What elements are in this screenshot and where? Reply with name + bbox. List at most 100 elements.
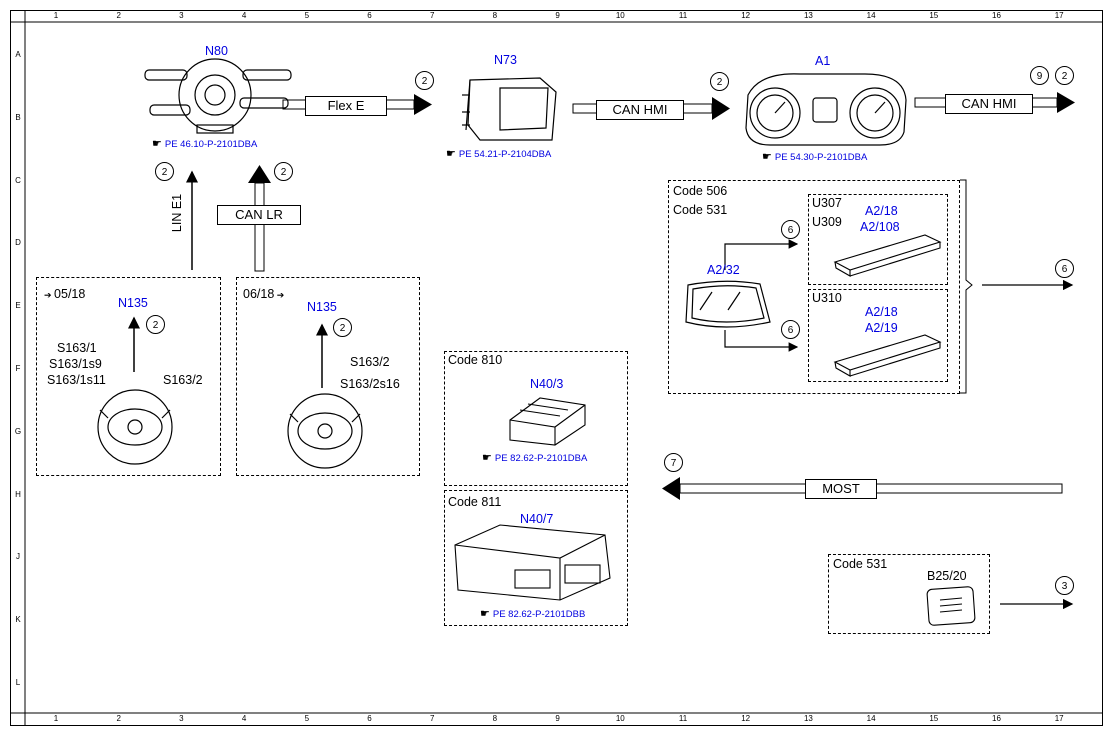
a2-32-label[interactable]: A2/32 [707,263,740,277]
connection-marker[interactable]: 2 [274,162,293,181]
arrow-right-icon: ➔ [274,290,285,300]
most-label: MOST [805,479,877,499]
connection-marker[interactable]: 6 [781,320,800,339]
grid-row-label: B [15,112,21,122]
can-lr-label: CAN LR [217,205,301,225]
n40-7-amplifier-drawing [454,524,611,601]
arrow-right-icon: ➔ [44,290,55,300]
grid-column-label: 6 [367,714,372,723]
variant-label: U310 [812,291,842,305]
n40-3-amplifier-drawing [509,397,586,446]
grid-column-label: 14 [866,714,876,723]
n135-left-date: ➔ 05/18 [44,287,86,301]
code-label: Code 811 [448,495,502,509]
a1-reference[interactable]: ☛PE 54.30-P-2101DBA [762,151,868,163]
switch-label: S163/2 [350,355,390,369]
grid-column-label: 12 [741,714,751,723]
code-label: Code 506 [673,184,728,198]
can-hmi-label-2: CAN HMI [945,94,1033,114]
grid-row-label: K [15,615,21,625]
n40-7-label[interactable]: N40/7 [520,512,554,526]
n80-reference[interactable]: ☛PE 46.10-P-2101DBA [152,138,258,150]
grid-column-label: 17 [1054,11,1064,20]
n135-right-label[interactable]: N135 [307,300,337,314]
steering-wheel-right-drawing [287,393,363,469]
n135-right-box [236,277,420,476]
grid-row-label: L [15,678,21,687]
connection-marker[interactable]: 2 [146,315,165,334]
grid-column-label: 2 [116,11,121,20]
variant-label: U309 [812,215,842,229]
grid-column-label: 15 [929,714,939,723]
connection-marker[interactable]: 2 [155,162,174,181]
u307-box [808,194,948,285]
connection-marker[interactable]: 2 [710,72,729,91]
pointing-hand-icon: ☛ [482,452,492,464]
grid-row-label: J [16,552,20,562]
antenna-label[interactable]: A2/18 [865,305,898,319]
n73-label[interactable]: N73 [494,53,517,67]
n73-reference[interactable]: ☛PE 54.21-P-2104DBA [446,148,552,160]
connection-marker[interactable]: 3 [1055,576,1074,595]
antenna-amp-1-drawing [833,234,942,277]
connection-marker[interactable]: 2 [333,318,352,337]
grid-column-label: 7 [429,714,435,723]
n40-7-reference[interactable]: ☛PE 82.62-P-2101DBB [480,608,586,620]
grid-column-label: 9 [555,11,560,20]
n40-3-reference[interactable]: ☛PE 82.62-P-2101DBA [482,452,588,464]
n73-ignition-switch-drawing [462,77,557,141]
code811-box [444,490,628,626]
antenna-amp-2-drawing [833,334,942,377]
grid-row-label: F [15,364,21,373]
variant-label: U307 [812,196,842,210]
grid-column-label: 13 [803,11,813,20]
grid-column-label: 7 [429,11,435,20]
n135-right-date: 06/18 ➔ [243,287,285,301]
switch-label: S163/2 [163,373,203,387]
b25-20-sensor-drawing [926,586,976,626]
a1-label[interactable]: A1 [815,54,831,68]
code-label: Code 810 [448,353,503,367]
b25-20-label[interactable]: B25/20 [927,569,967,583]
n40-3-label[interactable]: N40/3 [530,377,564,391]
grid-column-label: 5 [304,714,310,723]
grid-column-label: 11 [678,11,688,20]
n80-label[interactable]: N80 [205,44,228,58]
n135-left-label[interactable]: N135 [118,296,148,310]
connection-marker[interactable]: 9 [1030,66,1049,85]
antenna-label[interactable]: A2/18 [865,204,898,218]
grid-row-label: E [15,301,21,311]
can-lr-bus [254,182,265,272]
flex-e-label: Flex E [305,96,387,116]
antenna-label[interactable]: A2/19 [865,321,898,335]
n135-left-box [36,277,221,476]
grid-column-label: 4 [241,714,247,723]
switch-label: S163/2s16 [340,377,400,391]
grid-column-label: 12 [741,11,751,20]
grid-row-label: A [15,50,21,59]
switch-label: S163/1s9 [49,357,102,371]
connection-marker[interactable]: 7 [664,453,683,472]
grid-column-label: 13 [803,714,813,723]
pointing-hand-icon: ☛ [762,151,772,163]
code-label: Code 531 [833,557,888,571]
antenna-label[interactable]: A2/108 [860,220,900,234]
connection-marker[interactable]: 6 [1055,259,1074,278]
windshield-drawing [685,280,771,328]
grid-column-label: 3 [179,714,184,723]
n80-module-drawing [144,58,292,134]
lin-e1-label: LIN E1 [170,193,185,233]
connection-marker[interactable]: 2 [1055,66,1074,85]
a1-instrument-cluster-drawing [745,73,907,146]
connection-marker[interactable]: 6 [781,220,800,239]
grid-column-label: 9 [555,714,560,723]
grid-row-label: C [15,175,21,185]
grid-column-label: 6 [367,11,372,20]
grid-column-label: 2 [116,714,121,723]
code531-box [828,554,990,634]
grid-column-label: 17 [1054,714,1064,723]
u310-box [808,289,948,382]
connection-marker[interactable]: 2 [415,71,434,90]
grid-column-label: 16 [992,11,1001,20]
grid-column-label: 5 [304,11,310,20]
